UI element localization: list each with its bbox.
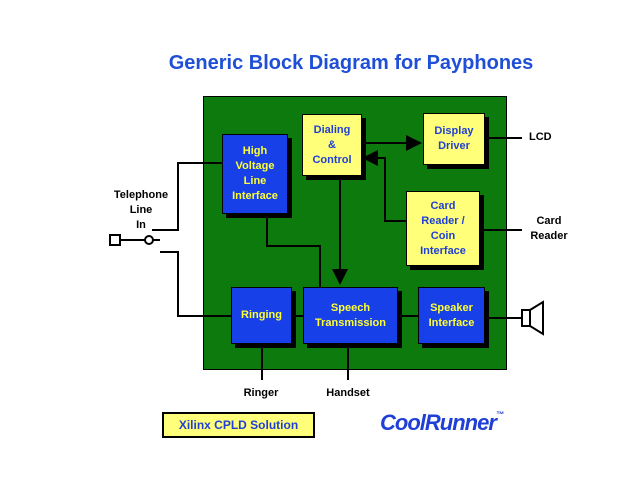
- speech-transmission-block: Speech Transmission: [303, 287, 398, 344]
- ringing-block: Ringing: [231, 287, 292, 344]
- handset-label: Handset: [326, 387, 370, 399]
- card-reader-coin-interface-block: Card Reader / Coin Interface: [406, 191, 480, 266]
- ringer-label: Ringer: [243, 387, 279, 399]
- switch-contact-icon: [144, 235, 154, 245]
- high-voltage-line-interface-block: High Voltage Line Interface: [222, 134, 288, 214]
- card-reader-label: Card Reader: [530, 215, 568, 242]
- diagram-title: Generic Block Diagram for Payphones: [168, 52, 534, 74]
- coolrunner-logo-text: CoolRunner: [380, 410, 497, 435]
- coolrunner-logo: CoolRunner™: [380, 410, 504, 435]
- speaker-interface-block: Speaker Interface: [418, 287, 485, 344]
- telephone-line-in-label: Telephone Line In: [113, 189, 169, 231]
- display-driver-block: Display Driver: [423, 113, 485, 165]
- dialing-control-block: Dialing & Control: [302, 114, 362, 176]
- line-jack-icon: [109, 234, 121, 246]
- xilinx-cpld-solution-badge: Xilinx CPLD Solution: [162, 412, 315, 438]
- lcd-label: LCD: [529, 131, 552, 143]
- speaker-icon: [521, 300, 544, 336]
